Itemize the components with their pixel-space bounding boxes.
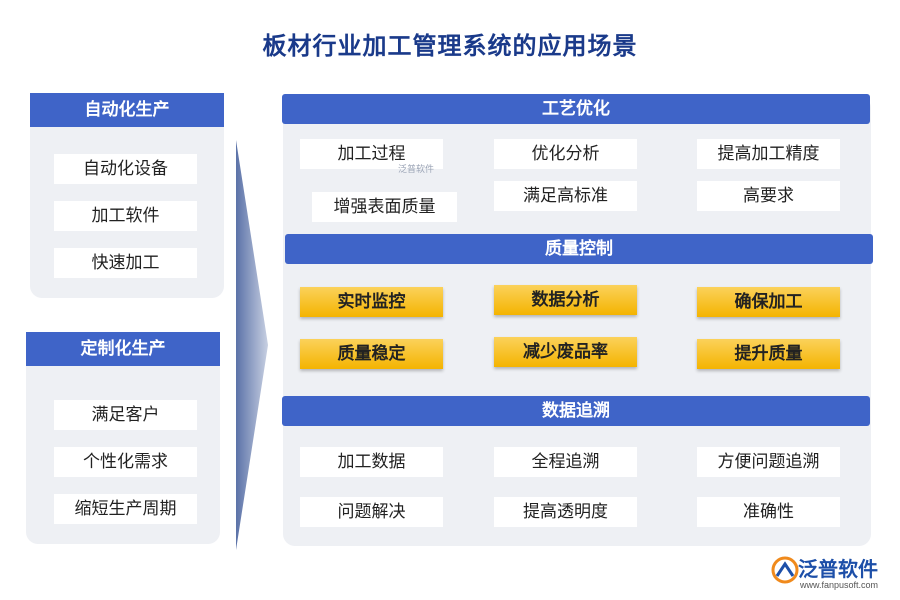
process-optimization-header: 工艺优化 <box>282 94 870 124</box>
trace-item-6: 准确性 <box>697 497 840 527</box>
fanpu-logo-icon <box>771 556 799 584</box>
quality-item-3: 确保加工 <box>697 287 840 317</box>
process-item-5: 满足高标准 <box>494 181 637 211</box>
process-item-3: 提高加工精度 <box>697 139 840 169</box>
logo-url: www.fanpusoft.com <box>800 580 879 590</box>
quality-item-5: 减少废品率 <box>494 337 637 367</box>
quality-item-1: 实时监控 <box>300 287 443 317</box>
logo-name: 泛普软件 <box>798 557 878 581</box>
trace-item-1: 加工数据 <box>300 447 443 477</box>
data-trace-header: 数据追溯 <box>282 396 870 426</box>
process-item-2: 优化分析 <box>494 139 637 169</box>
page-title: 板材行业加工管理系统的应用场景 <box>262 32 638 60</box>
watermark: 泛普软件 <box>398 165 435 175</box>
process-item-1: 加工过程 <box>300 139 443 169</box>
trace-item-2: 全程追溯 <box>494 447 637 477</box>
process-item-6: 高要求 <box>697 181 840 211</box>
quality-item-4: 质量稳定 <box>300 339 443 369</box>
quality-item-2: 数据分析 <box>494 285 637 315</box>
auto-item-2: 加工软件 <box>54 201 197 231</box>
auto-item-3: 快速加工 <box>54 248 197 278</box>
trace-item-4: 问题解决 <box>300 497 443 527</box>
auto-item-1: 自动化设备 <box>54 154 197 184</box>
quality-item-6: 提升质量 <box>697 339 840 369</box>
quality-control-header: 质量控制 <box>285 234 873 264</box>
custom-item-2: 个性化需求 <box>54 447 197 477</box>
custom-production-header: 定制化生产 <box>26 332 220 366</box>
process-item-4: 增强表面质量 <box>312 192 457 222</box>
arrow-right-icon <box>236 140 268 550</box>
trace-item-5: 提高透明度 <box>494 497 637 527</box>
custom-item-1: 满足客户 <box>54 400 197 430</box>
auto-production-header: 自动化生产 <box>30 93 224 127</box>
custom-item-3: 缩短生产周期 <box>54 494 197 524</box>
trace-item-3: 方便问题追溯 <box>697 447 840 477</box>
